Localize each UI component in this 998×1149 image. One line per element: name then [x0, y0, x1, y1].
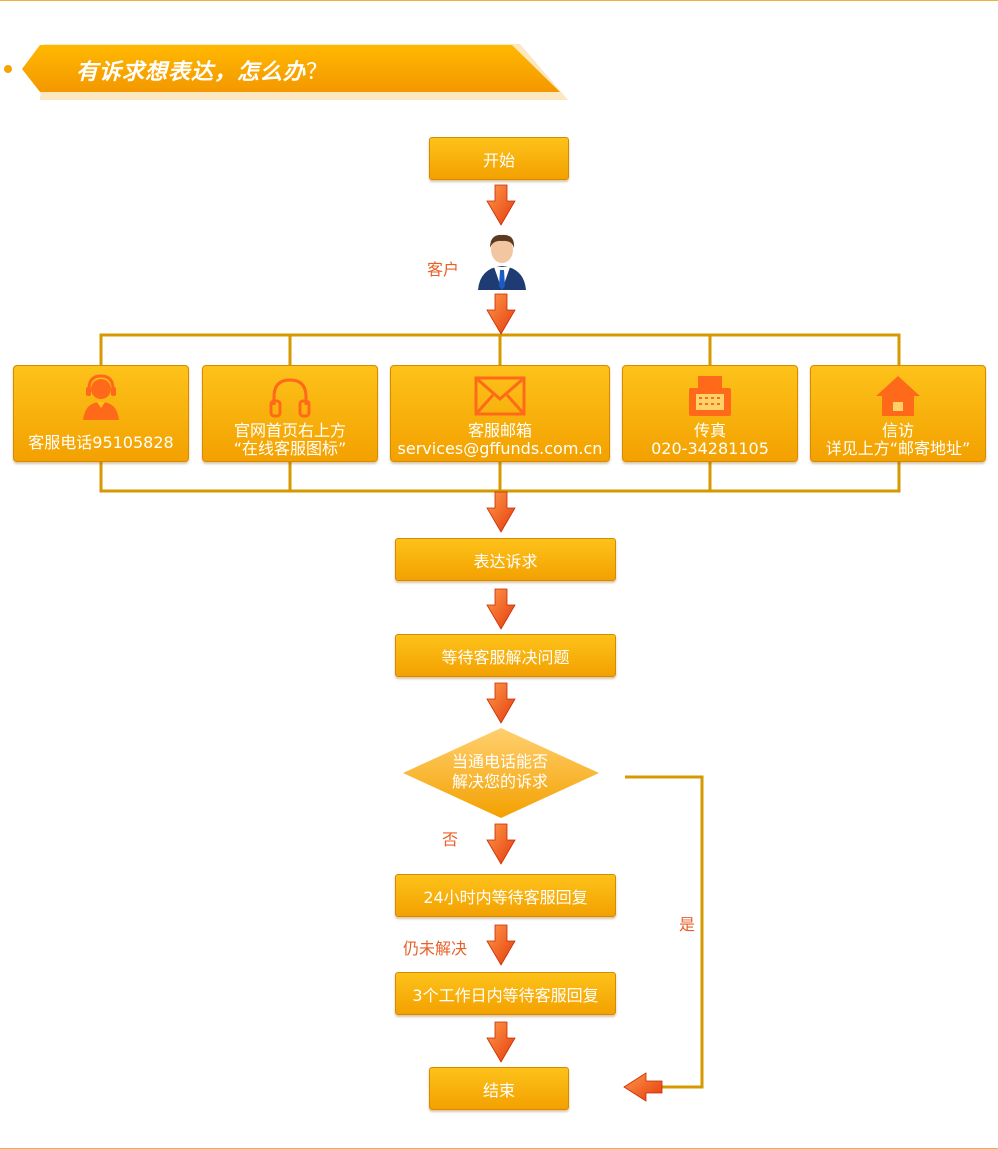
arrow-decision-to-24h — [486, 823, 516, 865]
start-label: 开始 — [482, 150, 515, 170]
arrow-3days-to-end — [486, 1021, 516, 1063]
envelope-icon — [474, 376, 526, 416]
channel-online-line2: “在线客服图标” — [233, 439, 347, 458]
end-node: 结束 — [429, 1067, 569, 1110]
channel-online-line1: 官网首页右上方 — [233, 421, 346, 440]
wait-3days-node: 3个工作日内等待客服回复 — [395, 972, 616, 1015]
channel-phone-text: 客服电话95105828 — [28, 433, 174, 452]
arrow-customer-to-channels — [486, 293, 516, 335]
top-rule — [0, 0, 998, 1]
customer-avatar-icon — [478, 234, 526, 290]
channel-fax: 传真 020-34281105 — [622, 365, 798, 462]
channel-email-line1: 客服邮箱 — [467, 421, 532, 440]
headset-agent-icon — [83, 374, 119, 420]
wait-service-label: 等待客服解决问题 — [441, 647, 570, 667]
channel-letter-line2: 详见上方“邮寄地址” — [825, 439, 971, 458]
channel-email-line2: services@gffunds.com.cn — [397, 439, 603, 458]
channel-online: 官网首页右上方 “在线客服图标” — [202, 365, 378, 462]
arrow-express-to-wait — [486, 588, 516, 630]
wait-24h-node: 24小时内等待客服回复 — [395, 874, 616, 917]
house-icon — [876, 376, 920, 416]
end-label: 结束 — [482, 1080, 515, 1100]
express-node: 表达诉求 — [395, 538, 616, 581]
wait-24h-label: 24小时内等待客服回复 — [423, 887, 588, 907]
customer-label: 客户 — [427, 260, 460, 279]
wait-3days-label: 3个工作日内等待客服回复 — [412, 985, 599, 1005]
headphones-icon — [269, 378, 311, 418]
start-node: 开始 — [429, 137, 569, 180]
channel-letter: 信访 详见上方“邮寄地址” — [810, 365, 986, 462]
decision-text: 当通电话能否 解决您的诉求 — [430, 752, 570, 792]
decision-line1: 当通电话能否 — [451, 752, 548, 771]
channel-letter-line1: 信访 — [881, 421, 914, 440]
channel-fax-line1: 传真 — [693, 421, 726, 440]
arrow-yes-to-end — [623, 1072, 663, 1102]
wait-service-node: 等待客服解决问题 — [395, 634, 616, 677]
express-label: 表达诉求 — [473, 551, 538, 571]
banner-title: 有诉求想表达，怎么办？ — [76, 54, 329, 86]
arrow-24h-to-3days — [486, 924, 516, 966]
banner-title-mark: ？ — [306, 60, 330, 85]
decision-line2: 解决您的诉求 — [451, 772, 548, 791]
arrow-channels-to-express — [486, 491, 516, 533]
arrow-start-to-customer — [486, 184, 516, 226]
yes-label: 是 — [679, 915, 696, 934]
arrow-wait-to-decision — [486, 682, 516, 724]
channel-email: 客服邮箱 services@gffunds.com.cn — [390, 365, 610, 462]
unresolved-label: 仍未解决 — [403, 939, 468, 958]
channel-fax-line2: 020-34281105 — [651, 439, 769, 458]
channel-phone: 客服电话95105828 — [13, 365, 189, 462]
banner-title-text: 有诉求想表达，怎么办 — [76, 60, 307, 85]
fax-icon — [689, 376, 731, 416]
no-label: 否 — [442, 830, 459, 849]
